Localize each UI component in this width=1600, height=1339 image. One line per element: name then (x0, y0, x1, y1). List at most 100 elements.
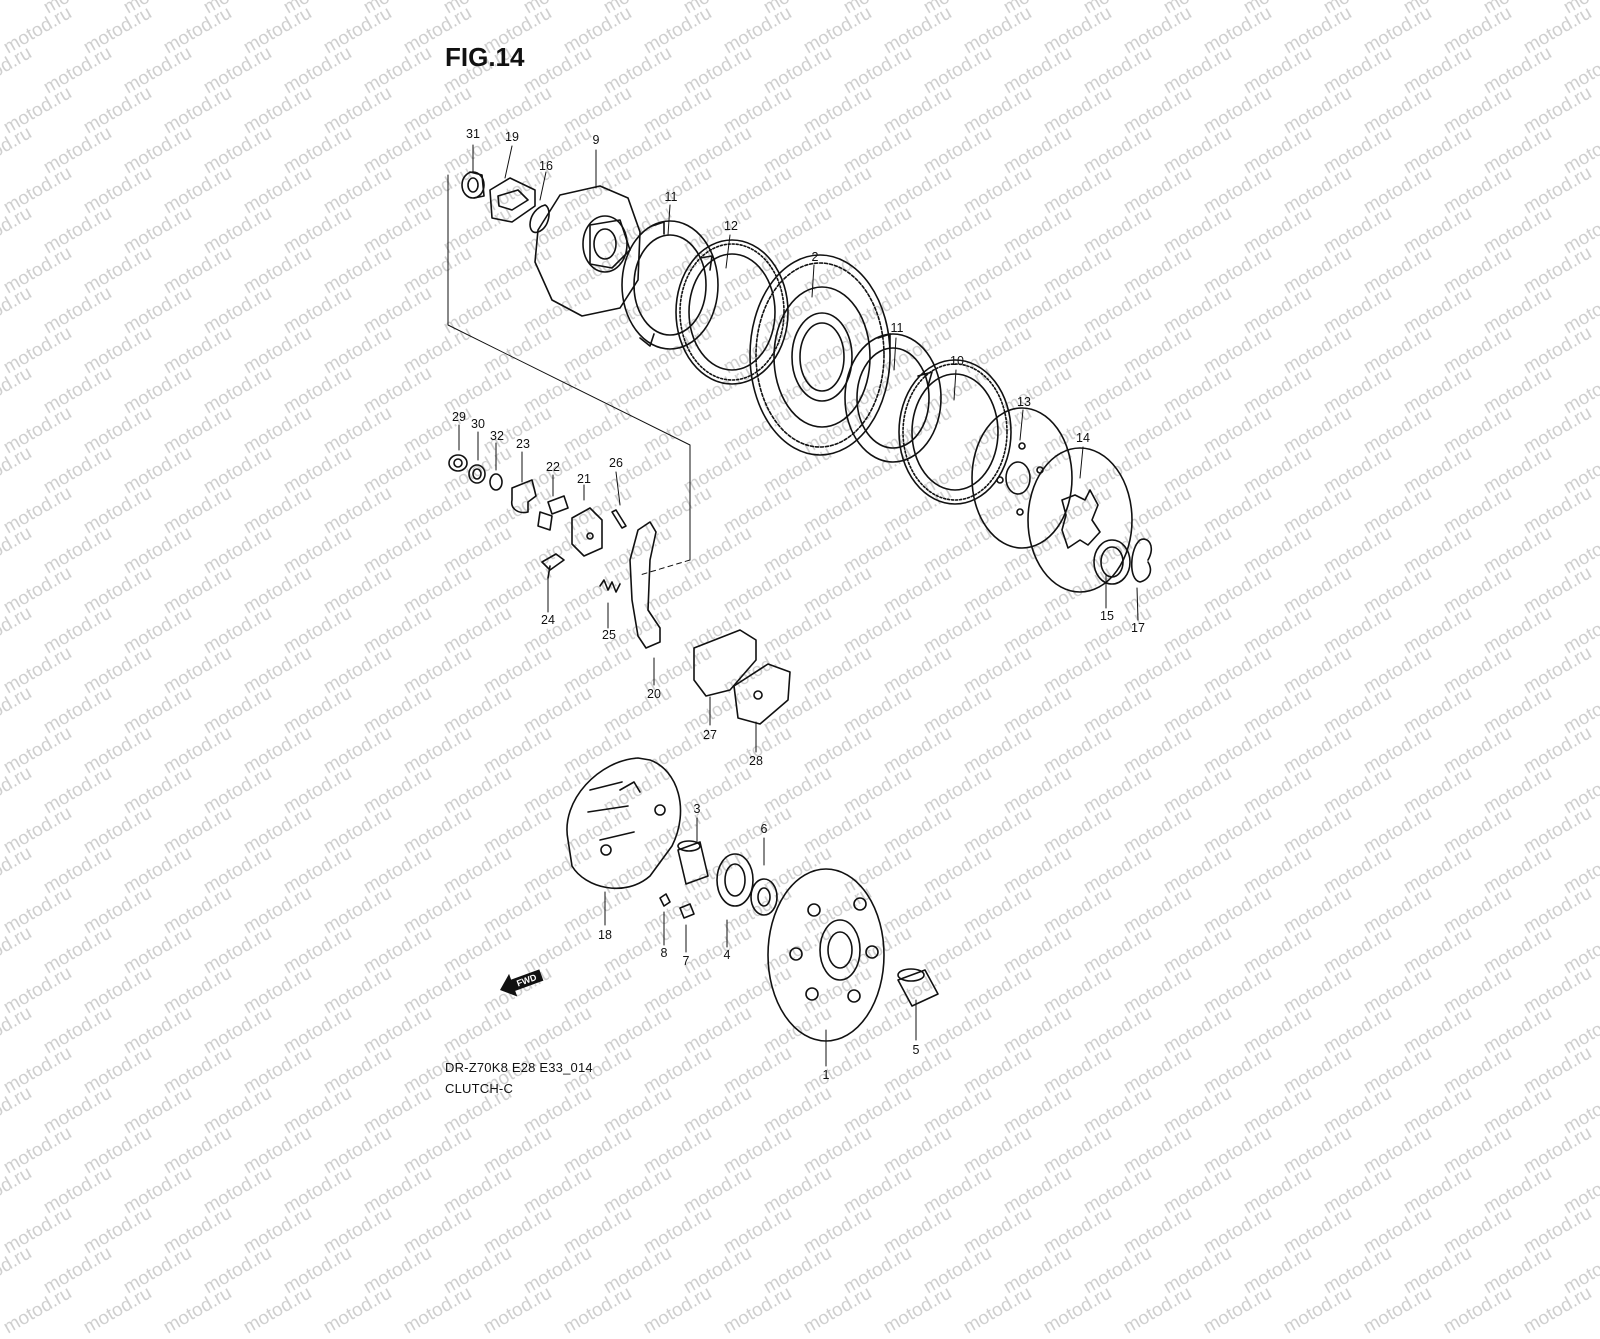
watermark-text: motod.ru (920, 1242, 996, 1299)
part-11-plate-b (844, 333, 942, 463)
part-32-oring (489, 473, 503, 491)
watermark-text: motod.ru (1360, 1202, 1436, 1259)
callout-19: 19 (505, 130, 519, 144)
watermark-text: motod.ru (1000, 1242, 1076, 1299)
watermark-text: motod.ru (1040, 1282, 1116, 1339)
watermark-text: motod.ru (1120, 1202, 1196, 1259)
watermark-text: motod.ru (480, 1282, 556, 1339)
watermark-text: motod.ru (200, 1242, 276, 1299)
watermark-text: motod.ru (720, 1202, 796, 1259)
callout-23: 23 (516, 437, 530, 451)
watermark-text: motod.ru (0, 1282, 76, 1339)
callout-2: 2 (811, 250, 819, 264)
watermark-text: motod.ru (1280, 1202, 1356, 1259)
watermark-text: motod.ru (160, 1282, 236, 1339)
watermark-text: motod.ru (480, 1202, 556, 1259)
watermark-text: motod.ru (840, 1242, 916, 1299)
watermark-text: motod.ru (880, 1202, 956, 1259)
watermark-text: motod.ru (1440, 1202, 1516, 1259)
watermark-text: motod.ru (400, 1202, 476, 1259)
watermark-text: motod.ru (240, 1202, 316, 1259)
part-29-nut (448, 454, 468, 472)
part-5-sleeve (897, 968, 939, 1007)
watermark-text: motod.ru (880, 1282, 956, 1339)
callout-26: 26 (609, 456, 623, 470)
part-3-bushing (677, 840, 709, 885)
watermark-text: motod.ru (680, 1242, 756, 1299)
callout-22: 22 (546, 460, 560, 474)
watermark-text: motod.ru (120, 1242, 196, 1299)
watermark-text: motod.ru (560, 1202, 636, 1259)
watermark-text: motod.ru (520, 1242, 596, 1299)
callout-9: 9 (592, 133, 600, 147)
part-6-washer (750, 878, 778, 916)
watermark-text: motod.ru (1560, 1242, 1600, 1299)
watermark-text: motod.ru (80, 1282, 156, 1339)
part-26-pin (611, 509, 627, 529)
callout-11-b: 11 (890, 321, 904, 335)
callout-28: 28 (749, 754, 763, 768)
watermark-text: motod.ru (1400, 1242, 1476, 1299)
callout-15: 15 (1100, 609, 1114, 623)
part-12-friction-plate (675, 239, 789, 385)
part-13-pressure-plate (971, 407, 1073, 549)
part-11-plate-a (621, 220, 719, 350)
callout-17: 17 (1131, 621, 1145, 635)
watermark-text: motod.ru (440, 1242, 516, 1299)
watermark-text: motod.ru (1360, 1282, 1436, 1339)
footer-model-code: DR-Z70K8 E28 E33_014 (445, 1060, 593, 1075)
watermark-text: motod.ru (960, 1282, 1036, 1339)
callout-3: 3 (693, 802, 701, 816)
part-4-one-way-clutch (716, 853, 754, 907)
part-17-circlip (1130, 538, 1153, 583)
watermark-text: motod.ru (760, 1242, 836, 1299)
watermark-text: motod.ru (320, 1202, 396, 1259)
watermark-text: motod.ru (1520, 1282, 1596, 1339)
part-28-cover-plate (733, 663, 791, 725)
callout-25: 25 (602, 628, 616, 642)
watermark-text: motod.ru (1080, 1242, 1156, 1299)
callout-10: 10 (950, 354, 964, 368)
part-10-friction-plate (898, 359, 1012, 505)
callout-11-a: 11 (664, 190, 678, 204)
callout-1: 1 (822, 1068, 830, 1082)
callout-8: 8 (660, 946, 668, 960)
watermark-text: motod.ru (40, 1242, 116, 1299)
part-9-hub (534, 185, 641, 317)
figure-title: FIG.14 (445, 42, 525, 72)
assembly-bracket (447, 174, 691, 576)
fwd-arrow: FWD (500, 969, 544, 997)
watermark-text: motod.ru (1200, 1202, 1276, 1259)
watermark-text: motod.ru (1320, 1242, 1396, 1299)
part-20-release-arm (629, 521, 661, 649)
part-21-block (571, 507, 603, 557)
part-18-shoe-assembly (566, 757, 682, 890)
watermark-text: motod.ru (1520, 1202, 1596, 1259)
watermark-text: motod.ru (1160, 1242, 1236, 1299)
watermark-text: motod.ru (1240, 1242, 1316, 1299)
part-31-bearing (461, 171, 485, 199)
callout-14: 14 (1076, 431, 1090, 445)
callout-6: 6 (760, 822, 768, 836)
callout-21: 21 (577, 472, 591, 486)
watermark-text: motod.ru (1200, 1282, 1276, 1339)
footer-section-name: CLUTCH-C (445, 1081, 514, 1096)
watermark-text: motod.ru (800, 1202, 876, 1259)
leader-lines (458, 144, 1139, 1067)
watermark-text: motod.ru (280, 1242, 356, 1299)
part-30-washer (468, 464, 486, 484)
part-27-plate (693, 629, 757, 697)
exploded-view-drawing: FWD (447, 144, 1153, 1067)
callout-7: 7 (682, 954, 690, 968)
watermark-text: motod.ru (560, 1282, 636, 1339)
watermark-text: motod.ru (1120, 1282, 1196, 1339)
watermark-text: motod.ru (1480, 1242, 1556, 1299)
part-24-pin (541, 553, 565, 579)
callout-27: 27 (703, 728, 717, 742)
part-14-plate (1027, 447, 1133, 593)
watermark-text: motod.ru (1280, 1282, 1356, 1339)
watermark-text: motod.ru (640, 1202, 716, 1259)
callout-12: 12 (724, 219, 738, 233)
watermark-text: motod.ru (720, 1282, 796, 1339)
